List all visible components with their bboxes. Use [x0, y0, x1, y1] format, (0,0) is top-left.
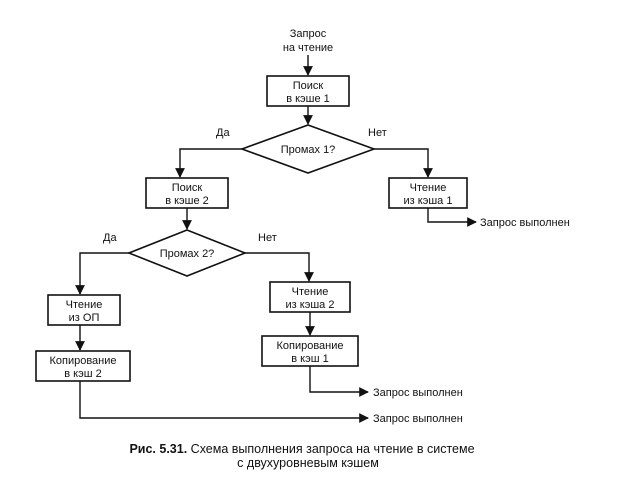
copy-cache1-box	[261, 335, 359, 367]
search-cache2-line2: в кэше 2	[165, 195, 209, 207]
search-cache2-box	[145, 177, 229, 209]
figure-caption-label: Рис. 5.31.	[129, 442, 187, 456]
connector-read1-to-done	[427, 208, 477, 227]
figure-caption-line2: с двухуровневым кэшем	[237, 456, 379, 470]
read-memory-line1: Чтение	[66, 299, 103, 311]
miss1-yes-label: Да	[216, 127, 230, 139]
read-memory-box	[47, 294, 121, 326]
search-cache1-line2: в кэше 1	[286, 93, 330, 105]
start-label-line1: Запрос	[290, 28, 327, 40]
figure-caption-text1: Схема выполнения запроса на чтение в сис…	[191, 442, 475, 456]
done-label-2: Запрос выполнен	[373, 387, 463, 399]
miss1-no-label: Нет	[368, 127, 387, 139]
read-memory-line2: из ОП	[69, 312, 100, 324]
miss2-decision-diamond	[126, 229, 248, 277]
done-label-1: Запрос выполнен	[480, 217, 570, 229]
start-label-line2: на чтение	[283, 42, 333, 54]
connector-copy2-to-done	[79, 381, 369, 423]
connector-copy1-to-done	[309, 366, 369, 397]
copy-cache1-line1: Копирование	[276, 340, 343, 352]
read-cache1-line1: Чтение	[410, 182, 447, 194]
connector-miss2-no	[245, 252, 314, 282]
copy-cache2-line1: Копирование	[49, 355, 116, 367]
read-cache1-line2: из кэша 1	[404, 195, 453, 207]
read-cache2-line1: Чтение	[292, 286, 329, 298]
miss2-no-label: Нет	[258, 232, 277, 244]
copy-cache2-line2: в кэш 2	[64, 368, 101, 380]
miss1-decision-diamond	[239, 124, 377, 174]
connector-miss1-yes	[175, 148, 242, 178]
miss1-decision-label: Промах 1?	[281, 144, 336, 156]
read-cache2-box	[269, 281, 351, 313]
done-label-3: Запрос выполнен	[373, 413, 463, 425]
miss2-decision-label: Промах 2?	[160, 248, 215, 260]
read-cache2-line2: из кэша 2	[286, 299, 335, 311]
figure-caption-line1: Рис. 5.31. Схема выполнения запроса на ч…	[129, 442, 474, 456]
connector-miss2-yes	[75, 252, 129, 295]
connector-miss1-no	[374, 148, 433, 178]
miss2-yes-label: Да	[103, 232, 117, 244]
search-cache1-line1: Поиск	[293, 80, 324, 92]
copy-cache1-line2: в кэш 1	[291, 353, 328, 365]
search-cache2-line1: Поиск	[172, 182, 203, 194]
copy-cache2-box	[35, 350, 131, 382]
